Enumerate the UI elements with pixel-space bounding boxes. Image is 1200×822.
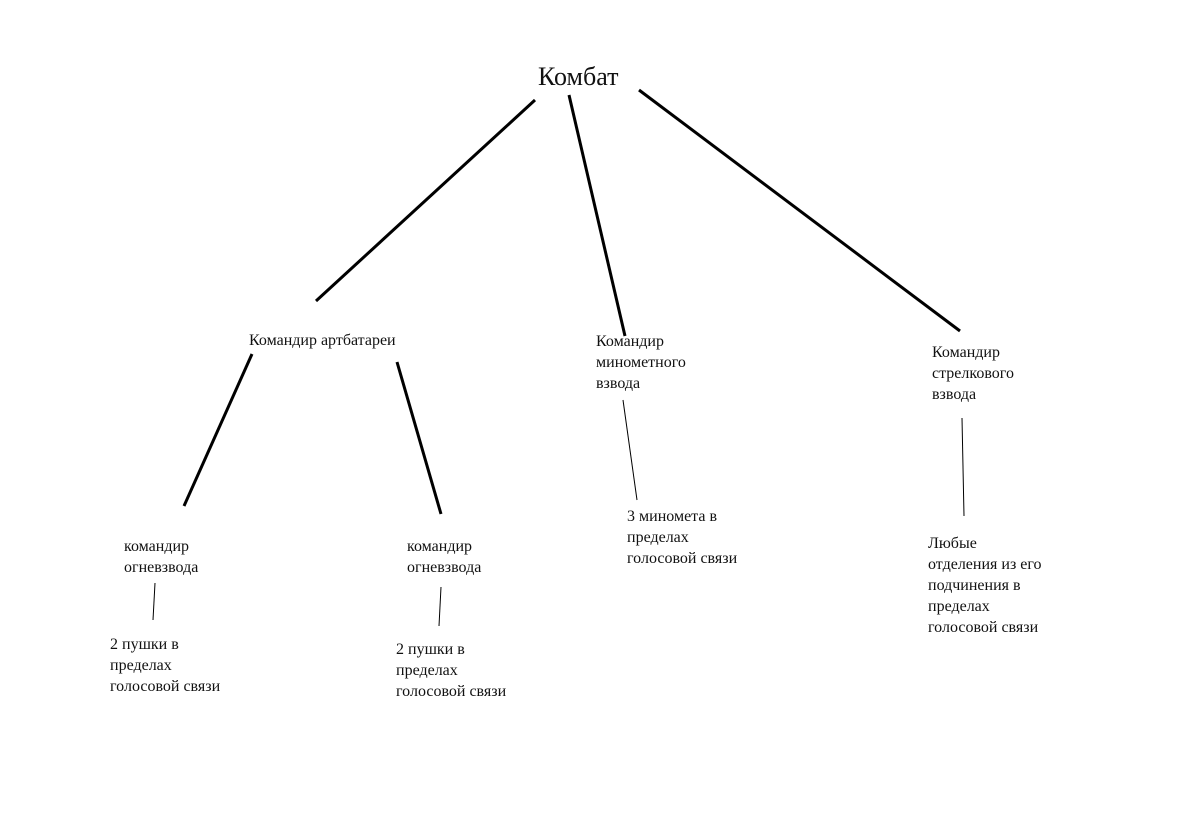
node-kombat: Комбат — [538, 62, 619, 91]
node-rifle-platoon-commander: Командир стрелкового взвода — [932, 344, 1014, 403]
node-fire-platoon-commander-2: командир огневзвода — [407, 538, 482, 576]
edge-art-ogn1 — [182, 353, 254, 507]
edge-art-ogn2 — [395, 361, 443, 515]
edge-min-m3 — [622, 399, 638, 501]
node-fire-platoon-commander-1: командир огневзвода — [124, 538, 199, 576]
node-artbatareya-commander: Командир артбатареи — [249, 332, 396, 349]
node-two-guns-1: 2 пушки в пределах голосовой связи — [110, 636, 221, 695]
node-three-mortars: 3 миномета в пределах голосовой связи — [627, 508, 738, 567]
edge-kombat-str — [638, 88, 961, 333]
node-any-squads: Любые отделения из его подчинения в пред… — [928, 535, 1042, 636]
node-mortar-platoon-commander: Командир минометного взвода — [596, 333, 686, 392]
node-two-guns-2: 2 пушки в пределах голосовой связи — [396, 641, 507, 700]
edge-ogn2-p2 — [438, 586, 442, 627]
edge-kombat-min — [567, 94, 627, 337]
edge-ogn1-p1 — [152, 582, 156, 621]
edge-kombat-art — [314, 98, 537, 303]
edge-str-otd — [961, 417, 965, 517]
